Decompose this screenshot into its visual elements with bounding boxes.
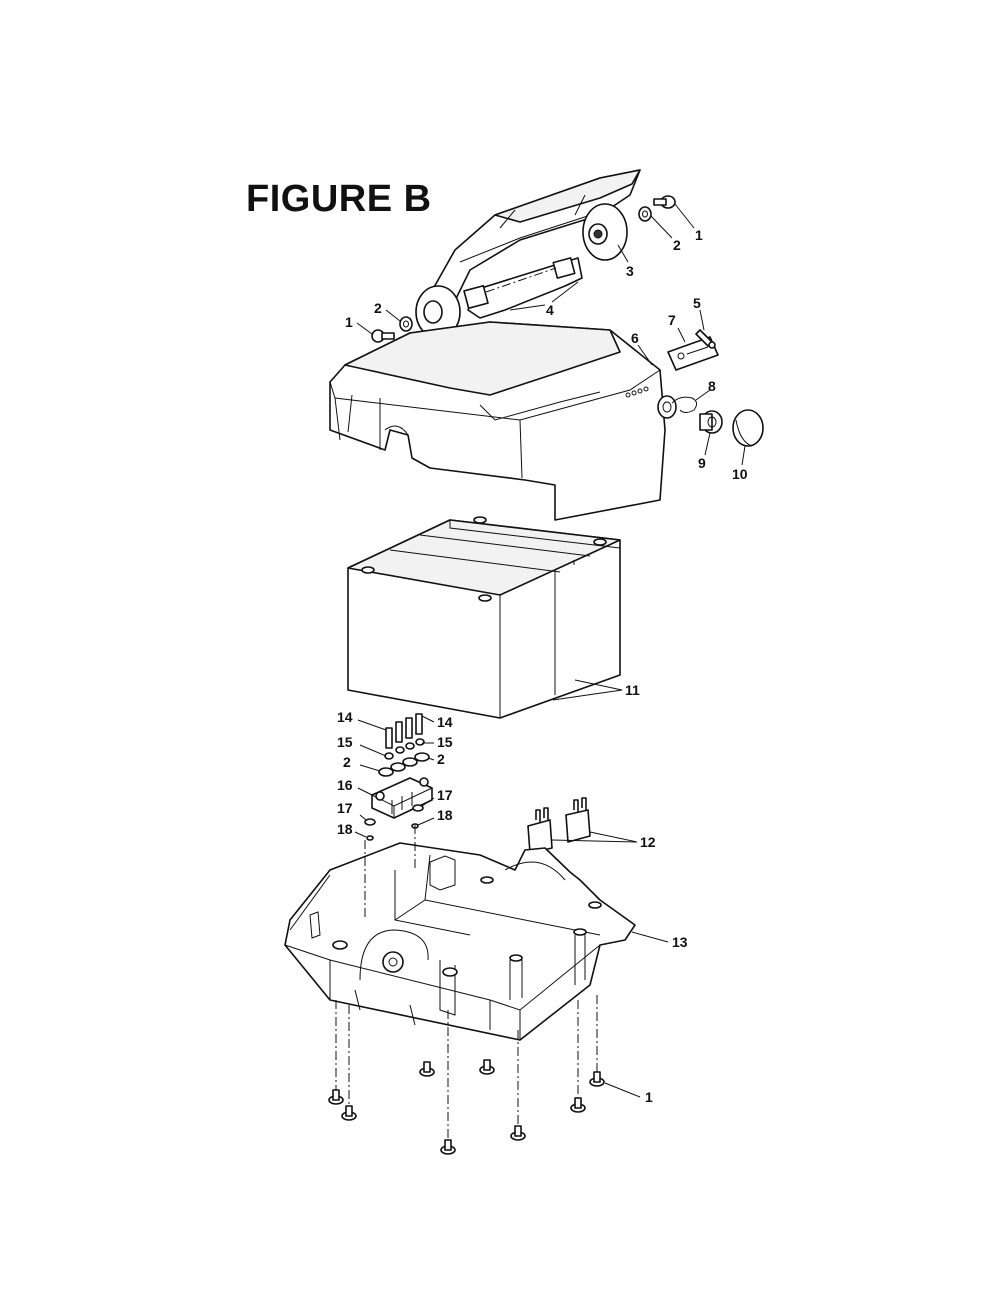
callout-15: 15 bbox=[337, 734, 353, 750]
leader-lines bbox=[354, 203, 746, 1098]
callout-1: 1 bbox=[695, 227, 703, 243]
figure-title: FIGURE B bbox=[246, 178, 432, 220]
callout-2: 2 bbox=[437, 751, 445, 767]
plug-part-9 bbox=[699, 410, 723, 434]
callout-11: 11 bbox=[625, 682, 640, 698]
callout-7: 7 bbox=[668, 312, 676, 328]
callout-18: 18 bbox=[337, 821, 353, 837]
callout-18: 18 bbox=[437, 807, 453, 823]
screw-part-1-top-right bbox=[653, 195, 676, 209]
callout-4: 4 bbox=[546, 302, 554, 318]
callout-17: 17 bbox=[337, 800, 353, 816]
callout-1: 1 bbox=[345, 314, 353, 330]
screws-part-14 bbox=[385, 713, 423, 749]
callout-3: 3 bbox=[626, 263, 634, 279]
callout-12: 12 bbox=[640, 834, 656, 850]
battery-pack-part-11 bbox=[347, 516, 621, 719]
handle bbox=[419, 169, 641, 316]
callout-9: 9 bbox=[698, 455, 706, 471]
callout-14: 14 bbox=[437, 714, 453, 730]
callout-15: 15 bbox=[437, 734, 453, 750]
callout-1: 1 bbox=[645, 1089, 653, 1105]
washer-part-2-top-left bbox=[399, 316, 413, 332]
callout-6: 6 bbox=[631, 330, 639, 346]
fuses-part-12 bbox=[527, 797, 591, 854]
callout-2: 2 bbox=[673, 237, 681, 253]
cap-part-10 bbox=[732, 409, 764, 447]
cord-part-8 bbox=[671, 396, 698, 413]
callout-8: 8 bbox=[708, 378, 716, 394]
callout-13: 13 bbox=[672, 934, 688, 950]
callout-16: 16 bbox=[337, 777, 353, 793]
top-cover-part-6 bbox=[329, 321, 677, 521]
washers-part-17-18 bbox=[364, 804, 424, 841]
callout-2: 2 bbox=[343, 754, 351, 770]
callout-10: 10 bbox=[732, 466, 748, 482]
screw-part-1-top-left bbox=[371, 329, 395, 343]
screw-part-5 bbox=[695, 329, 716, 349]
callout-labels: 1 2 3 4 1 2 5 6 7 8 9 10 11 14 14 15 15 … bbox=[337, 227, 748, 1105]
handle-lever-part-4 bbox=[463, 257, 583, 319]
hub-right-part-3 bbox=[582, 203, 628, 261]
callout-14: 14 bbox=[337, 709, 353, 725]
label-part-7 bbox=[667, 336, 719, 371]
washer-part-2-top-right bbox=[638, 206, 652, 222]
base-tray-part-13 bbox=[284, 842, 636, 1041]
terminal-block-part-16 bbox=[371, 777, 433, 819]
washers-part-15-and-2 bbox=[378, 738, 430, 777]
bottom-screws-part-1 bbox=[328, 560, 605, 1155]
callout-17: 17 bbox=[437, 787, 453, 803]
callout-5: 5 bbox=[693, 295, 701, 311]
callout-2: 2 bbox=[374, 300, 382, 316]
